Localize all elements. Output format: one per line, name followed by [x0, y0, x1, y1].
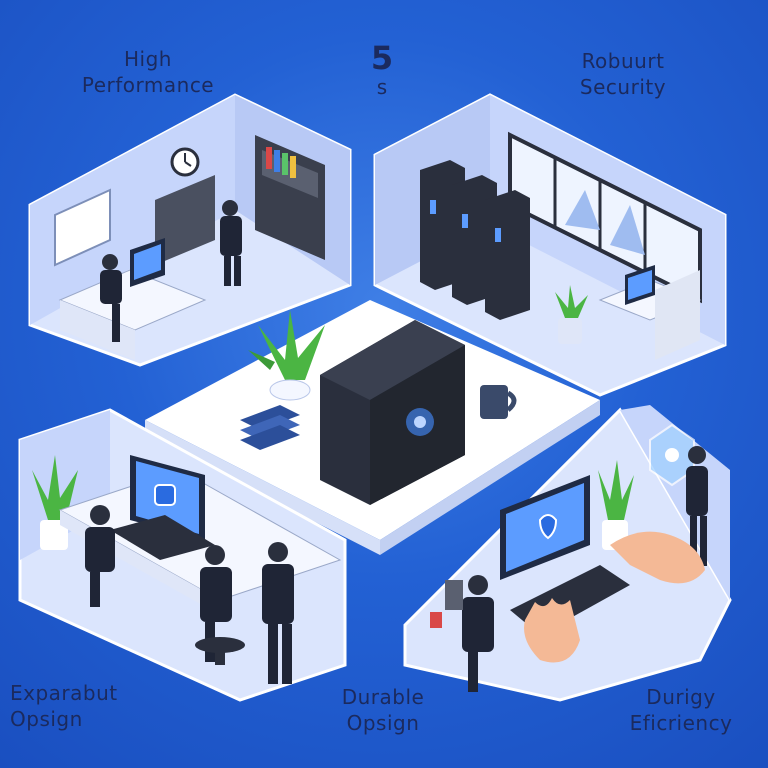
- label-center-number: 5 s: [352, 40, 412, 98]
- center-platform: [145, 300, 600, 555]
- office-chair: [195, 637, 245, 665]
- label-line: Exparabut: [10, 681, 118, 705]
- label-line: Durable: [341, 685, 425, 709]
- hologram-icon: [649, 423, 695, 487]
- label-durable-design: Durable Opsign: [318, 684, 448, 736]
- label-line: Performance: [81, 73, 215, 97]
- label-line: 5: [370, 39, 394, 77]
- label-line: s: [376, 75, 388, 99]
- label-expandable-design: Exparabut Opsign: [10, 680, 170, 732]
- monitor-icon: [625, 265, 655, 305]
- label-high-performance: High Performance: [48, 46, 248, 98]
- room-energy-efficiency: [403, 405, 732, 702]
- bookshelf: [255, 135, 325, 260]
- person-standing: [200, 542, 294, 684]
- room-expandable-design: [18, 408, 347, 702]
- desk-cup: [430, 580, 463, 628]
- label-line: Eficriency: [629, 711, 733, 735]
- person-seated: [462, 575, 494, 692]
- monitor-icon: [130, 238, 165, 287]
- label-line: Durigy: [646, 685, 716, 709]
- label-line: Opsign: [346, 711, 420, 735]
- label-line: Opsign: [10, 707, 83, 731]
- monitor-icon: [130, 455, 205, 540]
- server-icon: [320, 320, 465, 505]
- hand: [524, 531, 705, 663]
- keyboard-icon: [110, 515, 215, 560]
- shield-icon: [538, 514, 558, 540]
- label-line: Security: [579, 75, 667, 99]
- monitor-icon: [500, 475, 590, 580]
- person-seated: [100, 254, 122, 342]
- wall-board: [54, 188, 111, 267]
- room-high-performance: [28, 93, 352, 367]
- label-line: Robuurt: [581, 49, 665, 73]
- label-energy-efficiency: Durigy Eficriency: [596, 684, 766, 736]
- person-standing: [220, 200, 242, 286]
- person-seated: [85, 505, 115, 607]
- label-robust-security: Robuurt Security: [548, 48, 698, 100]
- book-stack: [240, 405, 300, 450]
- room-robust-security: [373, 93, 727, 397]
- server-icon: [420, 160, 530, 320]
- label-line: High: [124, 47, 172, 71]
- clock-icon: [170, 147, 200, 177]
- mug-icon: [480, 385, 517, 419]
- cabinet: [155, 175, 215, 265]
- plant-icon: [248, 310, 325, 401]
- plant-icon: [555, 285, 588, 344]
- person-standing: [686, 446, 708, 566]
- plant-icon: [32, 455, 78, 550]
